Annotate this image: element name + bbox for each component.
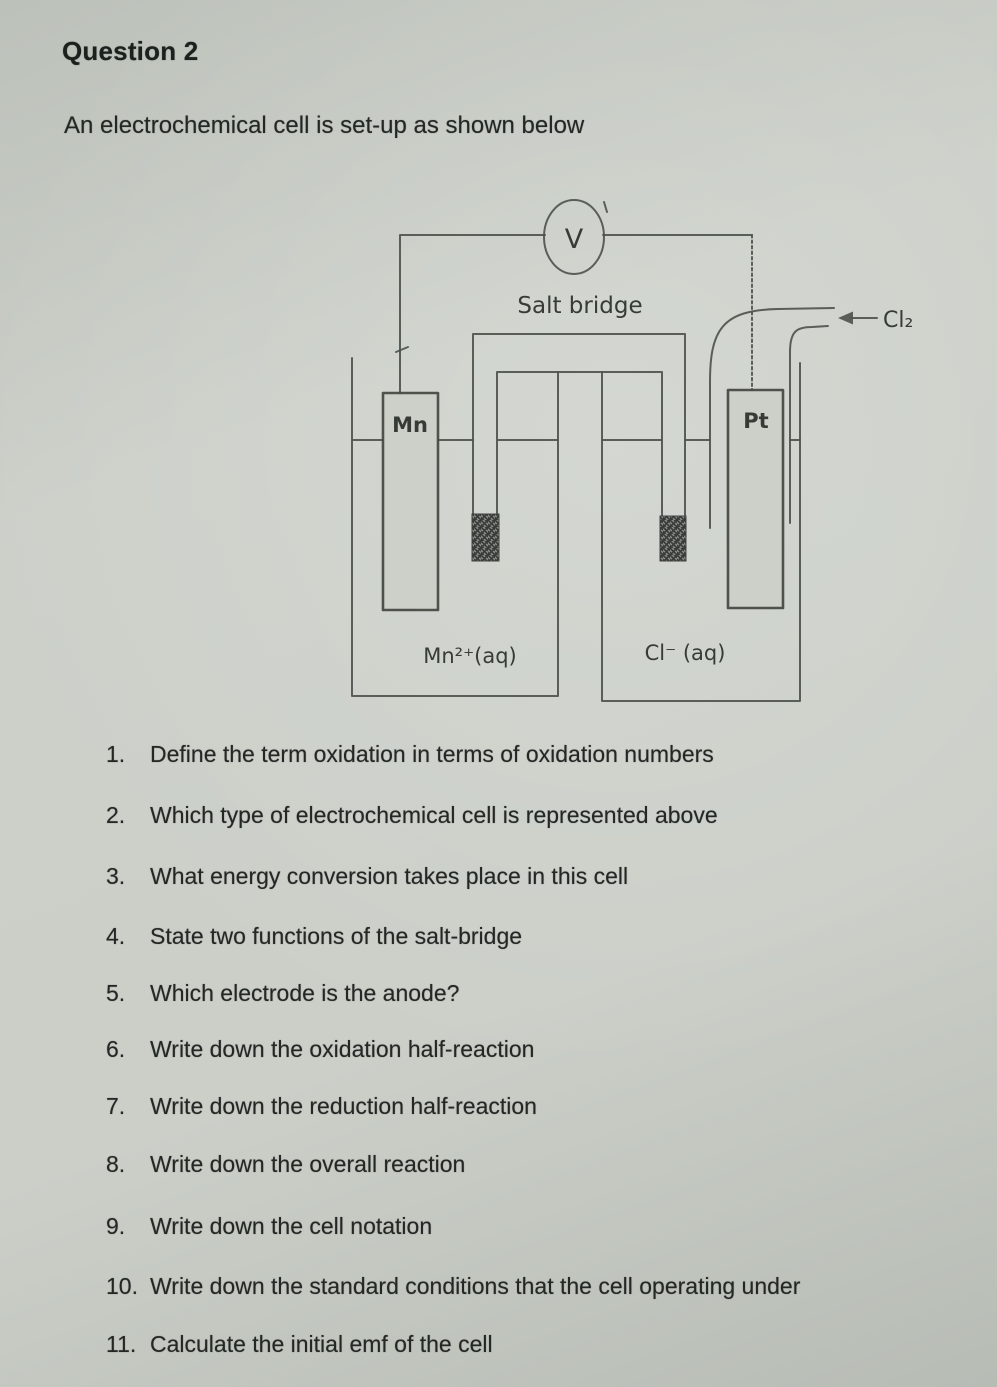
question-item: 9. Write down the cell notation <box>106 1213 976 1240</box>
salt-bridge-plug-right <box>659 515 687 562</box>
cell-diagram-svg: V Mn Pt Salt bridge Cl₂ Mn²⁺(aq) Cl⁻ (aq… <box>351 199 913 702</box>
question-text: Write down the reduction half-reaction <box>150 1093 537 1119</box>
salt-bridge-plug-left <box>471 513 500 562</box>
wire-left-tick <box>395 346 409 353</box>
pt-electrode <box>726 388 785 610</box>
question-text: Which electrode is the anode? <box>150 980 460 1006</box>
question-item: 7. Write down the reduction half-reactio… <box>106 1093 976 1120</box>
salt-bridge-label: Salt bridge <box>517 293 642 319</box>
intro-text: An electrochemical cell is set-up as sho… <box>64 112 585 139</box>
question-number: 7. <box>106 1093 126 1119</box>
question-number: 9. <box>106 1213 126 1239</box>
salt-bridge-outer-tube <box>472 333 686 561</box>
question-text: Define the term oxidation in terms of ox… <box>150 741 714 767</box>
electrochemical-cell-diagram: V Mn Pt Salt bridge Cl₂ Mn²⁺(aq) Cl⁻ (aq… <box>320 170 980 730</box>
question-text: What energy conversion takes place in th… <box>150 863 629 889</box>
question-item: 11. Calculate the initial emf of the cel… <box>106 1331 976 1358</box>
question-heading: Question 2 <box>62 36 199 66</box>
question-text: State two functions of the salt-bridge <box>150 923 523 949</box>
question-number: 6. <box>106 1036 126 1062</box>
salt-bridge-inner-tube <box>496 371 663 519</box>
question-text: Write down the oxidation half-reaction <box>150 1036 535 1062</box>
question-item: 10. Write down the standard conditions t… <box>106 1273 976 1300</box>
question-item: 8. Write down the overall reaction <box>106 1151 976 1178</box>
question-text: Write down the cell notation <box>150 1213 433 1239</box>
wire-left <box>399 234 546 394</box>
question-text: Write down the overall reaction <box>150 1151 466 1177</box>
voltmeter-label: V <box>565 224 584 255</box>
question-number: 2. <box>106 802 126 828</box>
cl2-gas-label: Cl₂ <box>883 308 913 333</box>
question-item: 6. Write down the oxidation half-reactio… <box>106 1036 976 1063</box>
gas-sleeve-outer-wall <box>709 307 835 529</box>
mn-electrode-label: Mn <box>392 413 428 437</box>
mn-electrode <box>381 391 440 612</box>
question-item: 5. Which electrode is the anode? <box>106 980 976 1007</box>
question-item: 3. What energy conversion takes place in… <box>106 863 976 890</box>
question-item: 1. Define the term oxidation in terms of… <box>106 741 976 768</box>
voltmeter-circle <box>543 199 605 275</box>
question-number: 10. <box>106 1273 138 1299</box>
question-number: 3. <box>106 863 126 889</box>
question-number: 5. <box>106 980 126 1006</box>
question-number: 8. <box>106 1151 126 1177</box>
question-number: 11. <box>106 1331 137 1357</box>
cl2-arrow <box>838 311 878 325</box>
voltmeter-tick <box>603 201 608 213</box>
question-text: Calculate the initial emf of the cell <box>150 1331 493 1357</box>
question-text: Write down the standard conditions that … <box>150 1273 801 1299</box>
question-item: 4. State two functions of the salt-bridg… <box>106 923 976 950</box>
question-number: 1. <box>106 741 126 767</box>
question-text: Which type of electrochemical cell is re… <box>150 802 718 828</box>
pt-electrode-label: Pt <box>743 409 768 433</box>
left-solution-label: Mn²⁺(aq) <box>423 644 517 668</box>
right-solution-label: Cl⁻ (aq) <box>645 641 726 665</box>
beaker-right-outline <box>601 362 801 702</box>
beaker-left-outline <box>351 357 559 697</box>
question-number: 4. <box>106 923 126 949</box>
question-item: 2. Which type of electrochemical cell is… <box>106 802 976 829</box>
gas-sleeve-inner-wall <box>789 325 829 524</box>
